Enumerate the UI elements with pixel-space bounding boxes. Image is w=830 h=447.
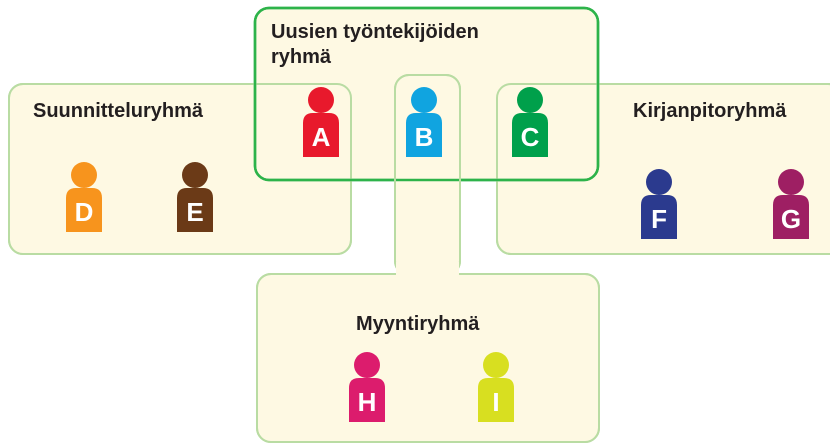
person-b-icon: B (406, 87, 442, 157)
person-head (354, 352, 380, 378)
person-f-icon: F (641, 169, 677, 239)
person-letter: E (186, 197, 203, 227)
person-g-icon: G (773, 169, 809, 239)
person-letter: I (492, 387, 499, 417)
person-h-icon: H (349, 352, 385, 422)
person-body (512, 113, 548, 157)
sales-group-box (256, 273, 600, 443)
person-body (349, 378, 385, 422)
person-e-icon: E (177, 162, 213, 232)
person-letter: G (781, 204, 801, 234)
person-letter: D (75, 197, 94, 227)
person-head (182, 162, 208, 188)
person-letter: F (651, 204, 667, 234)
person-letter: A (312, 122, 331, 152)
sales-group-title: Myyntiryhmä (356, 313, 480, 335)
person-head (517, 87, 543, 113)
design-group-title: Suunnitteluryhmä (33, 100, 204, 122)
person-head (308, 87, 334, 113)
person-body (406, 113, 442, 157)
person-letter: B (415, 122, 434, 152)
design-group-border (8, 83, 352, 255)
accounting-group-title: Kirjanpitoryhmä (633, 100, 787, 122)
new-employees-group-title-line2: ryhmä (271, 46, 332, 68)
new-employees-group-title: Uusien työntekijöiden (271, 21, 479, 43)
person-body (773, 195, 809, 239)
person-i-icon: I (478, 352, 514, 422)
person-head (778, 169, 804, 195)
person-body (177, 188, 213, 232)
person-head (411, 87, 437, 113)
person-head (646, 169, 672, 195)
person-head (71, 162, 97, 188)
person-body (478, 378, 514, 422)
person-d-icon: D (66, 162, 102, 232)
person-a-icon: A (303, 87, 339, 157)
new-employees-group-border (253, 6, 600, 182)
accounting-group-border (496, 83, 830, 255)
person-body (641, 195, 677, 239)
person-letter: C (521, 122, 540, 152)
sales-connector-join (396, 262, 459, 280)
person-body (303, 113, 339, 157)
person-letter: H (358, 387, 377, 417)
person-c-icon: C (512, 87, 548, 157)
person-body (66, 188, 102, 232)
person-head (483, 352, 509, 378)
